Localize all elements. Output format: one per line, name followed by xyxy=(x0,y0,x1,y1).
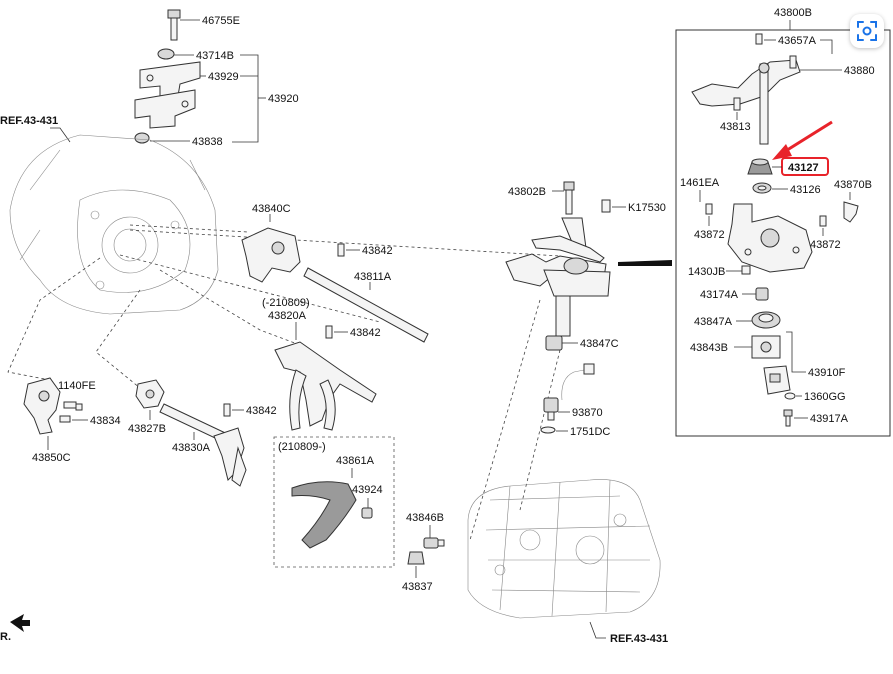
red-pointer-arrow-icon xyxy=(772,120,833,160)
shift-lug-43840C xyxy=(241,227,301,283)
label-43834: 43834 xyxy=(90,415,121,427)
label-43924: 43924 xyxy=(352,484,383,496)
label-43843B: 43843B xyxy=(690,342,728,354)
label-43850C: 43850C xyxy=(32,452,71,464)
gasket-1751DC xyxy=(540,426,556,434)
transmission-case-bottom xyxy=(467,479,661,619)
label-K17530: K17530 xyxy=(628,202,666,214)
bracket-43843B xyxy=(751,335,781,359)
label-43830A: 43830A xyxy=(172,442,211,454)
bracket-43929 xyxy=(134,61,201,129)
label-210809-a: (-210809) xyxy=(262,297,310,309)
bolt-43802B xyxy=(563,181,575,215)
seal-43127 xyxy=(747,158,773,175)
label-43842-a: 43842 xyxy=(362,245,393,257)
label-93870: 93870 xyxy=(572,407,603,419)
spring-seat-43126 xyxy=(752,182,772,194)
lens-search-icon xyxy=(857,21,877,41)
label-43861A: 43861A xyxy=(336,455,375,467)
pin-43872-a xyxy=(705,203,713,215)
pin-43842-a xyxy=(337,243,345,257)
pin-43842-b xyxy=(325,325,333,339)
bolt-1360GG xyxy=(784,392,796,400)
label-43820A: 43820A xyxy=(268,310,307,322)
label-43714B: 43714B xyxy=(196,50,234,62)
plug-43837 xyxy=(407,551,425,565)
label-43847A: 43847A xyxy=(694,316,733,328)
label-43842-b: 43842 xyxy=(350,327,381,339)
label-1360GG: 1360GG xyxy=(804,391,846,403)
pin-43872-b xyxy=(819,215,827,227)
label-43811A: 43811A xyxy=(354,271,392,283)
bolt-1430JB xyxy=(741,265,751,275)
bolt-46755E xyxy=(167,9,181,41)
bolt-43917A xyxy=(783,409,793,427)
label-43127: 43127 xyxy=(788,162,819,174)
label-43837: 43837 xyxy=(402,581,433,593)
label-210809-b: (210809-) xyxy=(278,441,326,453)
label-1430JB: 1430JB xyxy=(688,266,725,278)
pin-K17530 xyxy=(601,199,611,213)
highlight-box-43127 xyxy=(781,157,829,176)
lug-43827B xyxy=(135,379,165,409)
plug-43846B xyxy=(423,537,445,549)
boot-43847A xyxy=(751,311,781,329)
label-43872-b: 43872 xyxy=(810,239,841,251)
label-43827B: 43827B xyxy=(128,423,166,435)
ref-label-bottom: REF.43-431 xyxy=(610,633,668,645)
bushing-43924 xyxy=(361,507,373,519)
label-43846B: 43846B xyxy=(406,512,444,524)
bolt-43870B xyxy=(843,201,859,223)
shift-control-assembly xyxy=(505,217,611,337)
label-43813: 43813 xyxy=(720,121,751,133)
label-43126: 43126 xyxy=(790,184,821,196)
label-43847C: 43847C xyxy=(580,338,619,350)
lever-43880 xyxy=(691,55,801,145)
label-43872-a: 43872 xyxy=(694,229,725,241)
lens-search-button[interactable] xyxy=(850,14,884,48)
label-1461EA: 1461EA xyxy=(680,177,720,189)
label-43800B: 43800B xyxy=(774,7,812,19)
bolt-1140FE xyxy=(63,401,83,411)
shift-fork-43820A xyxy=(274,341,377,431)
bracket-43910F xyxy=(763,365,791,395)
ref-label-left: REF.43-431 xyxy=(0,115,58,127)
label-43802B: 43802B xyxy=(508,186,546,198)
label-43657A: 43657A xyxy=(778,35,817,47)
pin-43842-c xyxy=(223,403,231,417)
label-43842-c: 43842 xyxy=(246,405,277,417)
revision-box xyxy=(273,436,395,568)
pin-43813 xyxy=(733,97,741,111)
label-43838: 43838 xyxy=(192,136,223,148)
shift-rail-43830A xyxy=(159,403,247,487)
switch-93870 xyxy=(543,363,595,421)
label-43880: 43880 xyxy=(844,65,875,77)
label-43840C: 43840C xyxy=(252,203,291,215)
label-43920: 43920 xyxy=(268,93,299,105)
housing-1430JB xyxy=(727,203,813,273)
transmission-case-left xyxy=(9,134,219,315)
front-label: R. xyxy=(0,631,11,643)
bushing-43174A xyxy=(755,287,769,301)
label-1140FE: 1140FE xyxy=(58,380,96,392)
label-1751DC: 1751DC xyxy=(570,426,610,438)
pin-43834 xyxy=(59,415,71,423)
label-43870B: 43870B xyxy=(834,179,872,191)
label-46755E: 46755E xyxy=(202,15,240,27)
guide-43861A xyxy=(291,481,357,549)
collar-43838 xyxy=(134,132,150,144)
label-43917A: 43917A xyxy=(810,413,849,425)
bush-43847C xyxy=(545,335,563,351)
shift-rail-43811A xyxy=(303,267,429,343)
assembly-link-arrow xyxy=(618,260,672,266)
label-43910F: 43910F xyxy=(808,367,846,379)
lever-43850C xyxy=(23,377,61,435)
label-43174A: 43174A xyxy=(700,289,739,301)
washer-43714B xyxy=(157,48,175,60)
assembly-inset-box xyxy=(675,29,891,437)
pin-43657A xyxy=(755,33,763,45)
label-43929: 43929 xyxy=(208,71,239,83)
front-arrow-icon xyxy=(10,614,30,632)
